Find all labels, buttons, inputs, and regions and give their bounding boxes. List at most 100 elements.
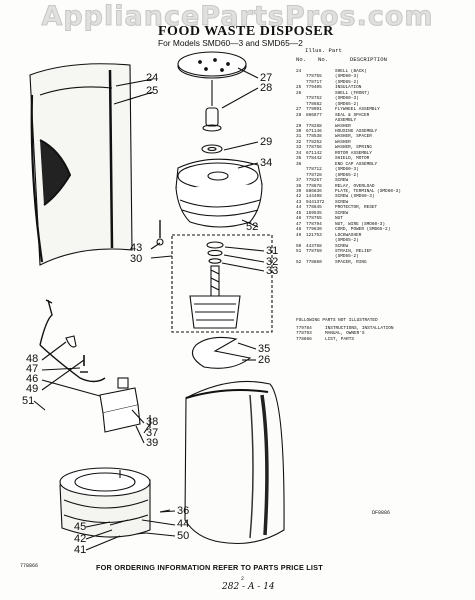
parts-list-row: 38 778878 RELAY, OVERLOAD <box>296 184 466 189</box>
part-description: FLYWHEEL ASSEMBLY <box>335 107 380 113</box>
part-description: SCREW (SMD60-3) <box>335 194 375 200</box>
illus-number: 46 <box>296 216 302 222</box>
callout-39: 39 <box>146 437 158 449</box>
illus-number: 27 <box>296 107 302 113</box>
part-description: SHIELD, MOTOR <box>335 156 370 162</box>
part-description: WASHER, SPACER <box>335 134 372 140</box>
callout-49: 49 <box>26 383 38 395</box>
part-number: 886836 <box>306 188 322 194</box>
part-description: SHELL (FRONT) <box>335 90 370 96</box>
callout-38: 38 <box>146 416 158 428</box>
parts-list-row: ASSEMBLY <box>296 118 466 123</box>
part-description: RELAY, OVERLOAD <box>335 183 375 189</box>
parts-list-row: 35 778442 SHIELD, MOTOR <box>296 156 466 161</box>
part-number: 144498 <box>306 194 322 200</box>
illus-number: 29 <box>296 123 302 129</box>
parts-list-row: 32 778252 WASHER <box>296 140 466 145</box>
parts-list-row: (SMD65-2) <box>296 238 466 243</box>
illus-number: 43 <box>296 199 302 205</box>
part-number: 778794 <box>306 221 322 227</box>
part-description: INSULATION <box>335 85 362 91</box>
part-number: 778442 <box>306 156 322 162</box>
part-number: 778252 <box>306 139 322 145</box>
part-number: 778712 <box>306 167 322 173</box>
part-number: 443768 <box>306 243 322 249</box>
callout-33: 33 <box>266 265 278 277</box>
page-number: 2 <box>241 576 245 582</box>
part-description: SPACER, RING <box>335 259 367 265</box>
part-number: 159535 <box>306 210 322 216</box>
callout-31: 31 <box>266 245 278 257</box>
part-description: SCREW <box>335 210 349 216</box>
illus-number: 45 <box>296 210 302 216</box>
part-description: (SMD65-2) <box>335 79 359 85</box>
parts-list-row: 29 778288 WASHER <box>296 124 466 129</box>
illus-number: 32 <box>296 139 302 145</box>
part-number: 778793 <box>296 331 312 337</box>
header-description: DESCRIPTION <box>350 56 387 63</box>
part-description: (SMD60-3) <box>335 167 359 173</box>
callout-30: 30 <box>130 253 142 265</box>
illus-number: 26 <box>296 90 302 96</box>
ordering-footer: FOR ORDERING INFORMATION REFER TO PARTS … <box>96 563 323 572</box>
callout-34: 34 <box>260 157 272 169</box>
illus-number: 35 <box>296 156 302 162</box>
illus-number: 24 <box>296 69 302 74</box>
callout-50: 50 <box>177 530 189 542</box>
part-description: WASHER <box>335 139 351 145</box>
part-number: 9441372 <box>306 199 325 205</box>
part-description: SEAL & SPACER <box>335 112 370 118</box>
callout-35: 35 <box>258 343 270 355</box>
illus-number: 42 <box>296 194 302 200</box>
part-number: 671142 <box>306 150 322 156</box>
part-number: 778538 <box>306 134 322 140</box>
parts-list-row: 778755(SMD60-3) <box>296 74 466 79</box>
part-number: 778728 <box>306 172 322 178</box>
part-description: SCREW <box>335 178 349 184</box>
illus-number: 38 <box>296 183 302 189</box>
illus-number: 47 <box>296 221 302 227</box>
part-description: INSTRUCTIONS, INSTALLATION <box>325 326 394 331</box>
part-description: ASSEMBLY <box>335 118 357 124</box>
part-description: PROTECTOR, RESET <box>335 205 378 211</box>
illus-number: 48 <box>296 227 302 233</box>
handwritten-note: 282 - A - 14 <box>222 582 275 592</box>
part-description: WASHER <box>335 123 351 129</box>
callout-25: 25 <box>146 85 158 97</box>
not-illustrated-header: FOLLOWING PARTS NOT ILLUSTRATED <box>296 318 378 323</box>
part-description: NUT <box>335 216 343 222</box>
illus-number: 39 <box>296 188 302 194</box>
callout-48: 48 <box>26 353 38 365</box>
illus-number: 49 <box>296 232 302 238</box>
part-number: 778645 <box>306 205 322 211</box>
header-illus-part: Illus. Part <box>305 47 342 54</box>
parts-list-row: 778752(SMD60-3) <box>296 96 466 101</box>
header-part-no: No. <box>318 56 329 63</box>
part-number: 778288 <box>306 123 322 129</box>
part-number: 778878 <box>306 183 322 189</box>
illus-number: 25 <box>296 85 302 91</box>
header-illus-no: No. <box>296 56 307 63</box>
parts-list-row: 42 144498 SCREW (SMD60-3) <box>296 194 466 199</box>
part-number: 778759 <box>306 248 322 254</box>
callout-52: 52 <box>246 221 258 233</box>
part-description: STRAIN, RELIEF <box>335 248 372 254</box>
part-description: (SMD60-3) <box>335 74 359 80</box>
callout-29: 29 <box>260 136 272 148</box>
illus-number: 52 <box>296 259 302 265</box>
part-description: (SMD65-2) <box>335 101 359 107</box>
